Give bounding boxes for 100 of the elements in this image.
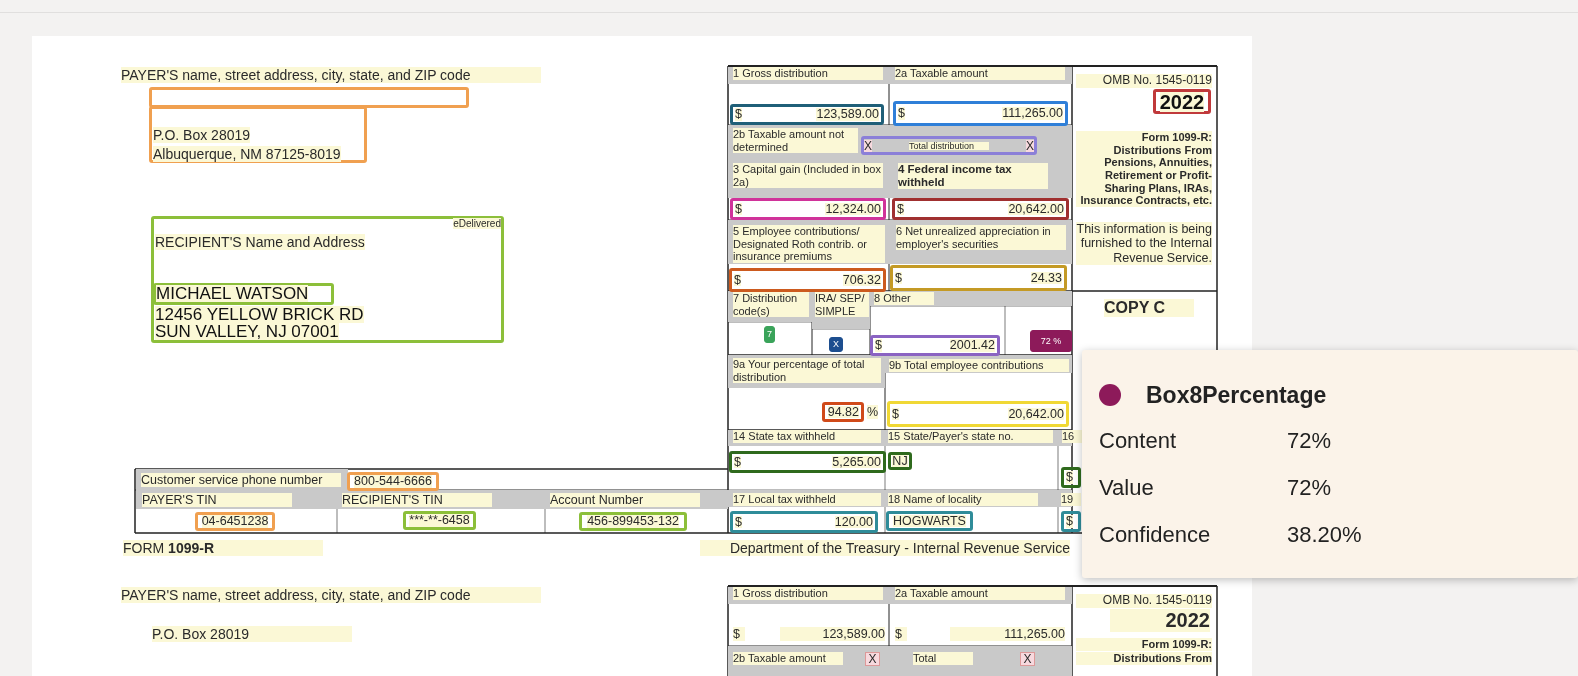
form-text: 6 Net unrealized appreciation in employer's securities	[896, 225, 1066, 251]
form-text: Form 1099-R:	[1076, 638, 1212, 651]
highlight-box	[153, 283, 334, 305]
field-value: 456-899453-132	[587, 515, 679, 528]
highlight-box	[195, 512, 275, 531]
form-text: 2b Taxable amount not determined	[733, 128, 858, 154]
highlight-box	[764, 326, 775, 343]
field-value: $	[1066, 471, 1073, 484]
highlight-box	[579, 512, 687, 531]
highlight-box	[1153, 89, 1211, 114]
highlight-box	[861, 136, 1037, 155]
highlight-box	[822, 402, 864, 422]
form-title: FORM 1099-R	[123, 540, 323, 557]
form-text: 4 Federal income tax withheld	[898, 163, 1048, 190]
form-text: RECIPIENT'S TIN	[342, 493, 492, 508]
highlight-box	[890, 265, 1067, 291]
highlight-box	[730, 511, 878, 533]
form-text: 5 Employee contributions/ Designated Roth contrib. or insurance premiums	[733, 225, 885, 263]
form-text: $	[895, 627, 907, 642]
form-text: Form 1099-R: Distributions From Pensions, Annuities, Retirement or Profit-Sharing Plans, IRAs, Insurance Contracts, etc.	[1076, 131, 1212, 207]
tooltip-panel	[1082, 350, 1578, 578]
highlight-box	[870, 335, 1000, 356]
highlight-box	[887, 401, 1069, 427]
form-text: 2a Taxable amount	[895, 587, 1065, 600]
highlight-box	[892, 198, 1069, 220]
form-text: 18 Name of locality	[888, 493, 1038, 506]
form-text: Customer service phone number	[141, 473, 341, 488]
field-value: 72%	[1287, 428, 1332, 454]
form-text: PAYER'S name, street address, city, state, and ZIP code	[121, 587, 541, 604]
currency-sign: $	[892, 407, 899, 421]
currency-sign: $	[734, 273, 741, 287]
form-text: Total	[913, 652, 973, 665]
tax-year: 2022	[1159, 91, 1205, 112]
form-text: This information is being furnished to the Internal Revenue Service.	[1076, 222, 1212, 266]
highlight-box	[347, 472, 439, 491]
field-value: ***-**-6458	[409, 514, 470, 527]
form-text: 1 Gross distribution	[733, 67, 883, 80]
form-text: Distributions From	[1076, 652, 1212, 665]
field-value: NJ	[892, 454, 908, 468]
currency-sign: $	[898, 107, 905, 120]
checkbox-mark: X	[865, 652, 880, 666]
field-value: 800-544-6666	[354, 475, 432, 488]
highlight-box	[151, 216, 504, 343]
field-value: 7	[767, 330, 772, 339]
field-value: 72 %	[1040, 336, 1062, 346]
form-text: 15 State/Payer's state no.	[888, 430, 1053, 443]
field-label: Total distribution	[909, 141, 989, 150]
field-label: RECIPIENT'S Name and Address	[155, 234, 365, 250]
checkbox-mark: X	[1026, 139, 1034, 152]
currency-sign: $	[895, 271, 902, 285]
highlight-box	[403, 511, 476, 530]
field-value: 123,589.00	[816, 108, 879, 121]
field-name: Value	[1099, 475, 1154, 501]
highlight-box	[1030, 330, 1072, 352]
form-text: 17 Local tax withheld	[733, 493, 881, 506]
field-name: Confidence	[1099, 522, 1211, 548]
form-text: 7 Distribution code(s)	[733, 292, 809, 318]
form-text: IRA/ SEP/ SIMPLE	[815, 292, 869, 318]
currency-sign: $	[734, 455, 741, 469]
form-text: 16	[1062, 430, 1082, 443]
form-text: OMB No. 1545-0119	[1076, 74, 1212, 88]
checkbox-mark: X	[1020, 652, 1035, 666]
tooltip-title: Box8Percentage	[1146, 382, 1327, 409]
percent-sign: %	[867, 405, 879, 419]
recipient-name: MICHAEL WATSON	[156, 285, 309, 302]
currency-sign: $	[735, 515, 742, 529]
form-text: PAYER'S TIN	[142, 493, 292, 508]
form-text: COPY C	[1104, 299, 1194, 318]
checkbox-mark: X	[864, 139, 872, 152]
form-text: 2b Taxable amount	[733, 652, 843, 665]
field-value: X	[833, 340, 839, 349]
form-text: 111,265.00	[950, 627, 1065, 642]
highlight-box	[888, 452, 912, 470]
form-text: P.O. Box 28019	[152, 626, 352, 643]
field-name: Content	[1099, 428, 1177, 454]
highlight-box	[149, 106, 367, 163]
field-value: 72%	[1287, 475, 1332, 501]
highlight-box	[893, 101, 1068, 126]
form-text: 9a Your percentage of total distribution	[733, 358, 881, 384]
form-text: 3 Capital gain (Included in box 2a)	[733, 163, 883, 189]
field-value: $	[1066, 515, 1073, 528]
field-value: 04-6451238	[201, 515, 269, 528]
tax-year: 2022	[1110, 609, 1210, 632]
highlight-box	[730, 198, 886, 220]
highlight-box	[730, 104, 884, 125]
highlight-box	[149, 87, 469, 108]
highlight-box	[729, 268, 886, 292]
field-value: 2001.42	[949, 339, 995, 352]
delivery-note: eDelivered	[453, 218, 501, 229]
highlight-box	[829, 337, 843, 352]
form-text: Department of the Treasury - Internal Revenue Service	[700, 540, 1070, 557]
highlight-box	[729, 451, 886, 473]
form-text: 2a Taxable amount	[895, 67, 1065, 80]
form-text: 14 State tax withheld	[733, 430, 881, 443]
currency-sign: $	[735, 108, 742, 121]
form-text: $	[733, 627, 745, 642]
field-value: 38.20%	[1287, 522, 1362, 548]
currency-sign: $	[735, 202, 742, 216]
form-text: Account Number	[550, 493, 700, 508]
form-text: PAYER'S name, street address, city, state, and ZIP code	[121, 67, 541, 84]
